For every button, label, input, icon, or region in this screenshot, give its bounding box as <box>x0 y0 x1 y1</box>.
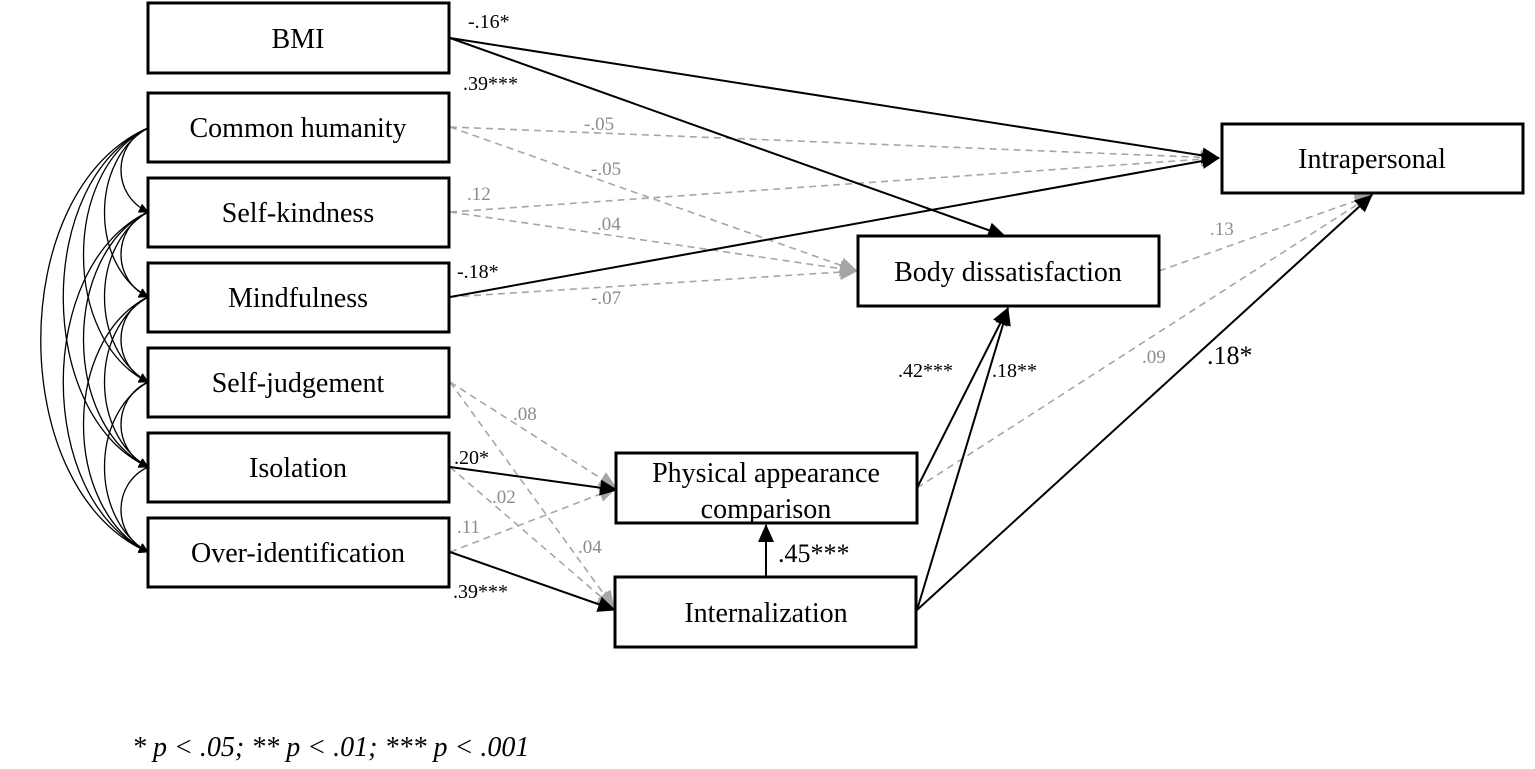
coef-iso-pac: .20* <box>454 447 489 469</box>
node-label-common-humanity: Common humanity <box>190 113 407 144</box>
cov-iso-oi <box>120 458 159 553</box>
node-label-internalization: Internalization <box>684 598 847 629</box>
path-bmi-body <box>449 37 1006 238</box>
path-mind-intrapersonal <box>449 153 1220 298</box>
cov-sk-oi <box>62 203 159 553</box>
cov-ch-oi <box>40 119 159 553</box>
cov-mind-oi <box>82 288 159 553</box>
cov-mind-iso <box>103 288 159 468</box>
coef-int-pac: .45*** <box>778 539 850 568</box>
coef-sj-int: .04 <box>578 537 602 558</box>
path-ch-body <box>449 126 858 273</box>
node-label-isolation: Isolation <box>249 453 347 484</box>
coef-oi-int: .39*** <box>453 581 508 603</box>
coef-mind-body: -.07 <box>591 288 621 309</box>
cov-sk-mind <box>120 203 159 298</box>
node-label-pac-line2: comparison <box>701 494 832 525</box>
cov-sj-iso <box>120 373 159 468</box>
cov-mind-sj <box>120 288 159 383</box>
path-oi-pac <box>449 486 617 553</box>
path-bmi-intrapersonal <box>449 37 1220 164</box>
coef-ch-intrapersonal: -.05 <box>584 114 614 135</box>
cov-sk-iso <box>82 203 159 468</box>
path-iso-pac <box>449 466 618 496</box>
cov-sk-sj <box>103 203 159 383</box>
path-int-body <box>916 307 1011 611</box>
coef-int-body: .18** <box>992 360 1037 382</box>
node-label-intrapersonal: Intrapersonal <box>1298 144 1446 175</box>
path-oi-int <box>449 551 616 612</box>
path-ch-intrapersonal <box>449 126 1219 166</box>
coef-bmi-body: .39*** <box>463 73 518 95</box>
path-iso-int <box>449 466 615 609</box>
coef-pac-intrapersonal: .09 <box>1142 347 1166 368</box>
path-body-intrapersonal <box>1158 193 1373 272</box>
cov-ch-iso <box>62 119 159 468</box>
coef-iso-int: .02 <box>492 487 516 508</box>
node-bmi: BMI <box>146 1 451 75</box>
path-int-intrapersonal <box>916 194 1373 611</box>
coef-body-intrapersonal: .13 <box>1210 219 1234 240</box>
coef-oi-pac: .11 <box>457 517 480 538</box>
node-internalization: Internalization <box>613 575 918 649</box>
node-mindfulness: Mindfulness <box>146 261 451 334</box>
node-label-pac-line1: Physical appearance <box>652 458 880 489</box>
node-physical-appearance-comparison: Physical appearance comparison <box>614 451 919 525</box>
path-mind-body <box>449 264 858 298</box>
coef-mind-intrapersonal: -.18* <box>457 261 499 283</box>
node-label-body-dissatisfaction: Body dissatisfaction <box>894 257 1122 288</box>
node-common-humanity: Common humanity <box>146 91 451 164</box>
node-self-kindness: Self-kindness <box>146 176 451 249</box>
path-sj-pac <box>449 381 617 489</box>
cov-ch-mind <box>103 119 159 298</box>
coefficient-labels: -.16* .39*** -.05 -.05 .12 .04 -.18* -.0… <box>453 11 1253 603</box>
covariance-arcs <box>40 119 159 553</box>
path-pac-intrapersonal <box>916 194 1373 489</box>
coef-sj-pac: .08 <box>513 404 537 425</box>
coef-bmi-intrapersonal: -.16* <box>468 11 510 33</box>
cov-ch-sj <box>82 119 159 383</box>
coef-sk-body: .04 <box>597 214 621 235</box>
node-label-bmi: BMI <box>272 24 325 55</box>
path-sk-intrapersonal <box>449 151 1219 213</box>
node-isolation: Isolation <box>146 431 451 504</box>
coef-sk-intrapersonal: .12 <box>467 184 491 205</box>
nonsignificant-paths <box>449 126 1373 609</box>
path-sk-body <box>449 211 858 277</box>
coef-ch-body: -.05 <box>591 159 621 180</box>
node-over-identification: Over-identification <box>146 516 451 589</box>
significance-footnote: * p < .05; ** p < .01; *** p < .001 <box>132 732 530 763</box>
coef-pac-body: .42*** <box>898 360 953 382</box>
path-sj-int <box>449 381 615 609</box>
coef-int-intrapersonal: .18* <box>1207 341 1253 370</box>
node-label-over-identification: Over-identification <box>191 538 405 569</box>
node-self-judgement: Self-judgement <box>146 346 451 419</box>
path-pac-body <box>916 307 1009 489</box>
node-label-mindfulness: Mindfulness <box>228 283 368 314</box>
node-label-self-kindness: Self-kindness <box>222 198 374 229</box>
node-body-dissatisfaction: Body dissatisfaction <box>856 234 1161 308</box>
node-intrapersonal: Intrapersonal <box>1220 122 1525 195</box>
significant-paths <box>449 37 1373 612</box>
cov-sj-oi <box>103 373 159 553</box>
node-label-self-judgement: Self-judgement <box>212 368 385 399</box>
